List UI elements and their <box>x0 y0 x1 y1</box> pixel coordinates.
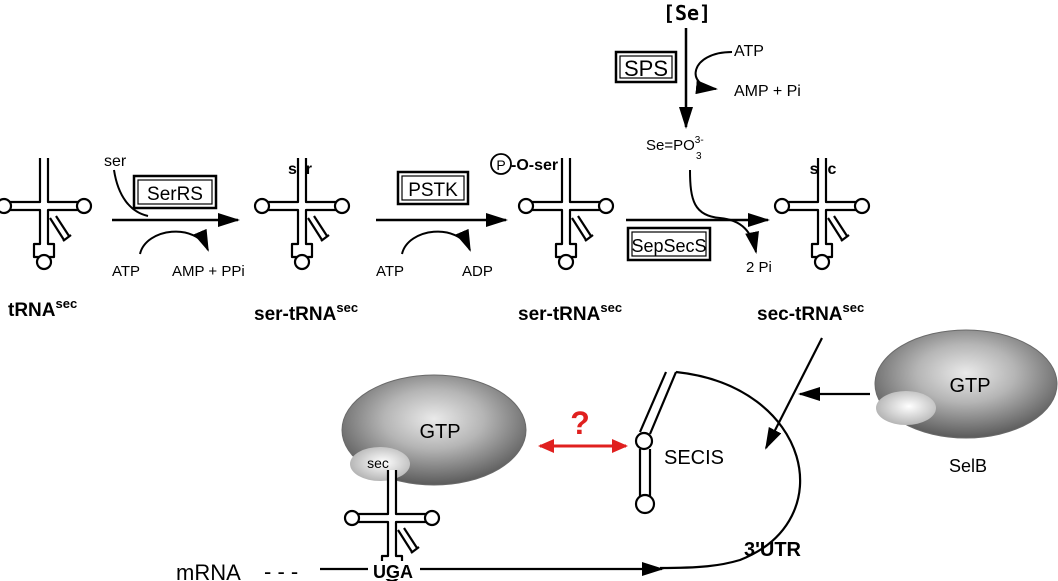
uga-codon-label: UGA <box>373 562 413 581</box>
question-mark: ? <box>570 405 590 441</box>
utr-label: 3'UTR <box>744 539 802 561</box>
sec-trna-sec-name: sec-tRNAsec <box>757 300 864 325</box>
sps-box <box>614 50 678 84</box>
uga-bg <box>368 561 420 579</box>
two-pi-label: 2 Pi <box>746 259 772 276</box>
ser-trna-sec-name: ser-tRNAsec <box>254 300 358 325</box>
secis-label: SECIS <box>664 447 724 469</box>
secis-loop-2 <box>634 493 656 515</box>
selenophosphate-subscript: 3 <box>696 151 702 162</box>
sps-atp-curve <box>694 51 733 95</box>
trna-sec-structure <box>0 156 93 271</box>
serrs-label: SerRS <box>147 184 203 205</box>
serrs-ser-label: ser <box>104 153 127 170</box>
pstk-atp-curve <box>401 228 471 255</box>
serrs-ser-curve <box>113 169 149 217</box>
selb-label: SelB <box>949 456 987 476</box>
sec-trna-to-secis-arrow <box>765 337 823 450</box>
pstk-box <box>396 170 470 206</box>
sepsecs-se-curve <box>689 169 759 254</box>
selb-gtp-label: GTP <box>949 375 990 397</box>
pstk-label: PSTK <box>408 180 458 201</box>
pser-trna-sec-name: ser-tRNAsec <box>518 300 622 325</box>
sepsecs-box <box>626 226 712 262</box>
ser-trna-structure <box>253 156 351 271</box>
serrs-amp-ppi-label: AMP + PPi <box>172 263 245 280</box>
sps-label: SPS <box>624 56 668 81</box>
selenium-label: [Se] <box>663 1 711 25</box>
sepsecs-box-inner <box>631 231 707 257</box>
selenophosphate-label: Se=PO3- <box>646 135 704 154</box>
serrs-atp-curve <box>139 228 209 255</box>
phosphate-circle <box>490 153 512 175</box>
secis-loop-1 <box>634 431 654 451</box>
serrs-box <box>132 174 218 210</box>
sec-pocket-label: sec <box>367 455 389 471</box>
utr-curve <box>659 370 802 570</box>
secis-stem-left <box>638 371 668 433</box>
trna-sec-name: tRNAsec <box>8 296 77 321</box>
sps-amp-pi-label: AMP + Pi <box>734 83 801 100</box>
pstk-box-inner <box>401 175 465 201</box>
pser-trna-structure <box>517 156 615 271</box>
secis-stem-right <box>648 371 678 435</box>
phospho-o-ser-label: -O-ser <box>511 157 558 174</box>
sepsecs-label: SepSecS <box>631 236 706 256</box>
sps-atp-label: ATP <box>734 43 764 60</box>
secis-lower-stem <box>638 449 652 496</box>
mrna-dashes: - - - <box>264 559 298 581</box>
pstk-atp-label: ATP <box>376 263 404 280</box>
serrs-box-inner <box>137 179 213 205</box>
mrna-label: mRNA <box>176 560 241 581</box>
selb-pocket <box>876 391 936 425</box>
selb-bound-gtp-label: GTP <box>419 421 460 443</box>
sec-trna-structure <box>773 156 871 271</box>
phosphate-p-label: P <box>496 157 505 173</box>
serrs-atp-label: ATP <box>112 263 140 280</box>
pstk-adp-label: ADP <box>462 263 493 280</box>
sps-box-inner <box>619 55 673 79</box>
